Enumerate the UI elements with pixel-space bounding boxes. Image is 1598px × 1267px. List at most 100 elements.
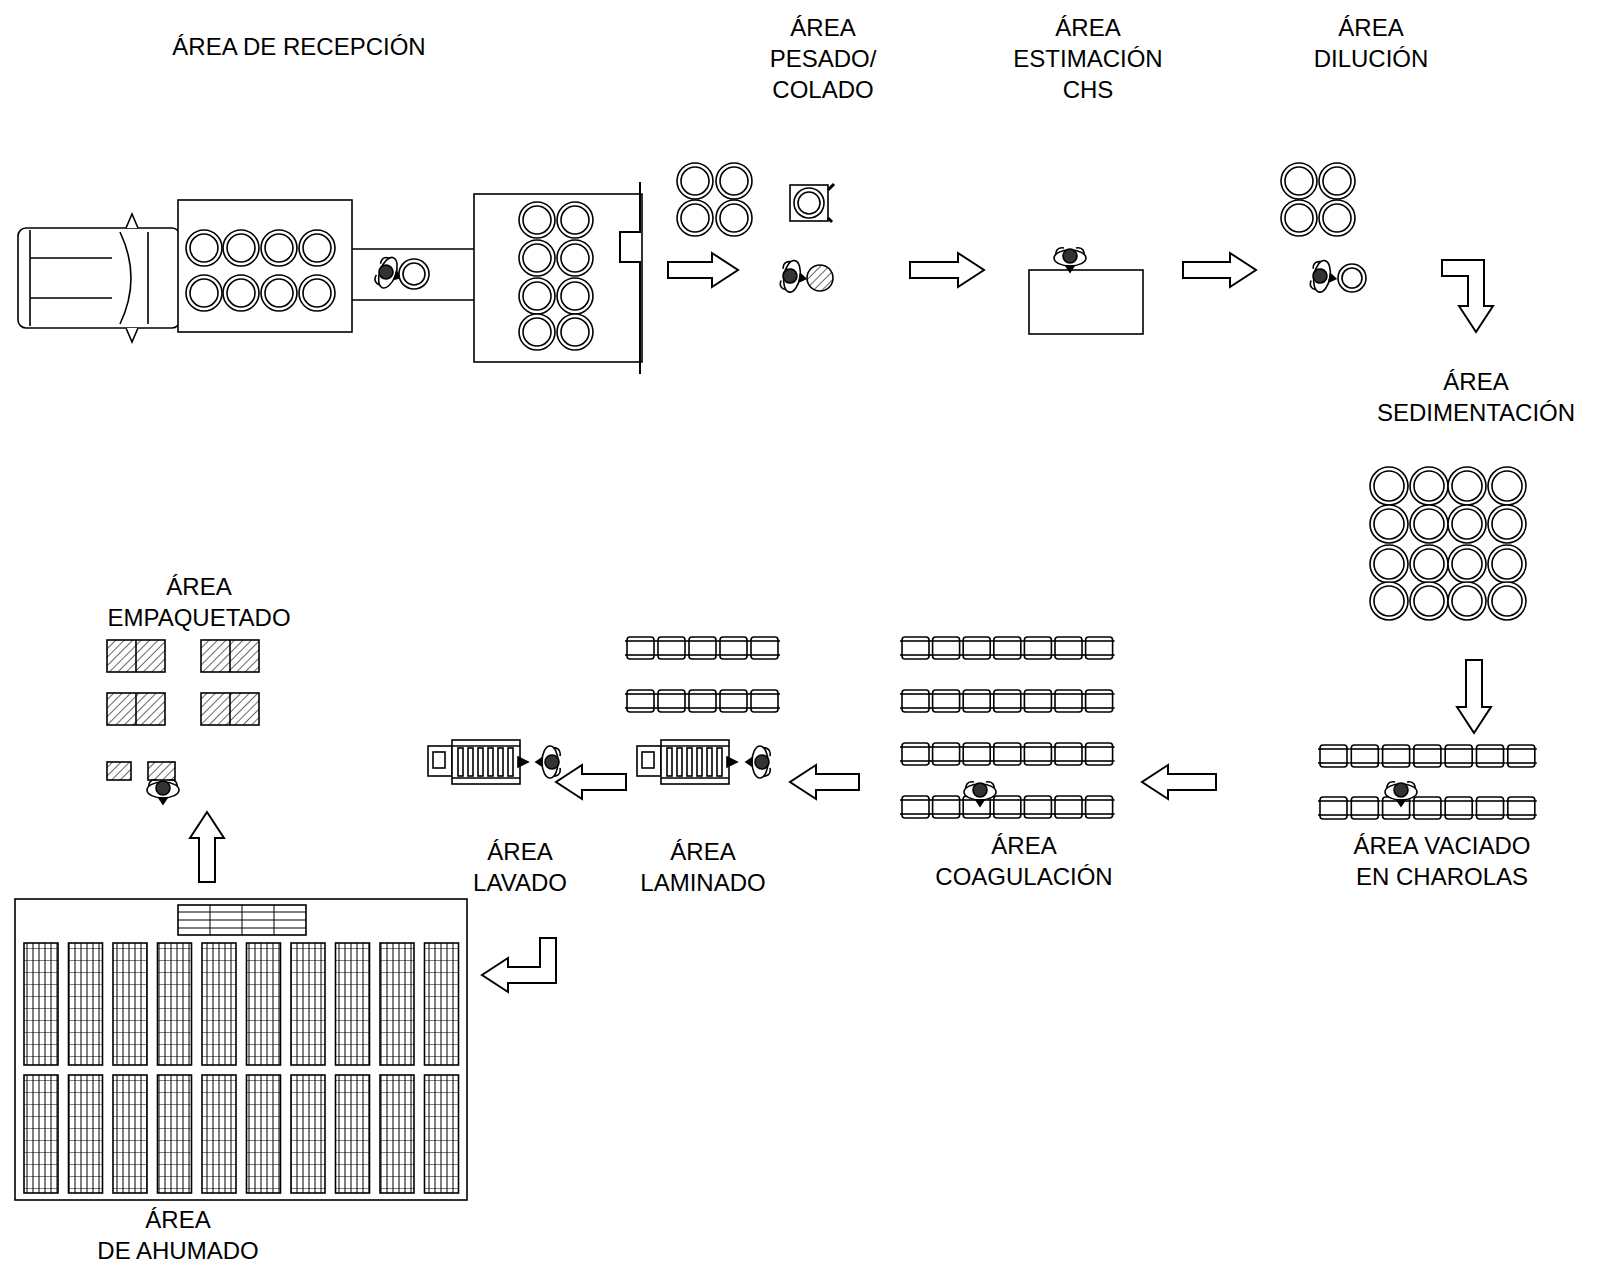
tray — [687, 690, 718, 712]
area-label: ÁREA LAVADO — [473, 836, 567, 898]
area-region: ÁREA LAVADO — [420, 725, 560, 900]
worker — [147, 780, 179, 804]
package — [201, 693, 259, 725]
tray — [1022, 796, 1053, 818]
tray — [656, 690, 687, 712]
drum — [1281, 200, 1317, 236]
drum-rim — [561, 206, 589, 234]
worker — [1309, 259, 1338, 295]
drum — [1488, 545, 1526, 583]
area-label: ÁREA LAMINADO — [640, 836, 765, 898]
tray — [1022, 743, 1053, 765]
drum — [716, 163, 752, 199]
drum-rim — [403, 263, 425, 285]
package — [201, 640, 259, 672]
tray — [961, 690, 992, 712]
tray — [1084, 796, 1115, 818]
strainer — [807, 265, 833, 291]
area-label: ÁREA EMPAQUETADO — [107, 571, 290, 633]
drum — [1488, 505, 1526, 543]
flow-arrow — [556, 765, 626, 799]
tray — [961, 637, 992, 659]
drum-rim — [1414, 509, 1444, 539]
area-label: ÁREA ESTIMACIÓN CHS — [1013, 12, 1162, 105]
ramp — [352, 249, 474, 300]
area-region: ÁREA DILUCIÓN — [1270, 8, 1390, 308]
tray — [625, 637, 656, 659]
tray — [1318, 797, 1349, 819]
area-region: ÁREA EMPAQUETADO — [60, 565, 310, 795]
area-label: ÁREA DILUCIÓN — [1314, 12, 1429, 74]
drum-rim — [1414, 586, 1444, 616]
tray — [749, 690, 780, 712]
drum — [519, 278, 555, 314]
drum-rim — [523, 318, 551, 346]
tray — [992, 637, 1023, 659]
drum — [1370, 467, 1408, 505]
flow-arrow — [668, 253, 738, 287]
drum — [677, 163, 713, 199]
roller-machine — [637, 740, 737, 784]
drum — [557, 314, 593, 350]
drum-rim — [1492, 549, 1522, 579]
drum — [1410, 467, 1448, 505]
drum-rim — [561, 244, 589, 272]
drum — [186, 230, 222, 266]
tray — [931, 690, 962, 712]
flow-arrow — [910, 253, 984, 287]
drum-rim — [681, 167, 709, 195]
truck-cab — [18, 228, 180, 328]
flow-arrow — [1457, 660, 1491, 733]
worker — [964, 782, 996, 806]
tray — [1349, 797, 1380, 819]
drum-rim — [798, 192, 820, 214]
tray — [687, 637, 718, 659]
drum — [1448, 582, 1486, 620]
tray — [1443, 745, 1474, 767]
drum-rim — [1285, 167, 1313, 195]
drum — [1488, 467, 1526, 505]
tray — [992, 690, 1023, 712]
tray — [900, 637, 931, 659]
area-region: ÁREA DE RECEPCIÓN — [10, 25, 650, 370]
tray — [1084, 743, 1115, 765]
area-region: ÁREA ESTIMACIÓN CHS — [1000, 8, 1170, 343]
tray — [992, 743, 1023, 765]
drum-rim — [561, 318, 589, 346]
truck-bed — [178, 200, 352, 332]
drum-rim — [720, 167, 748, 195]
drum — [1370, 582, 1408, 620]
drum — [1319, 163, 1355, 199]
drum — [1448, 505, 1486, 543]
area-label: ÁREA SEDIMENTACIÓN — [1377, 366, 1575, 428]
drum-rim — [265, 234, 293, 262]
drum-rim — [1323, 204, 1351, 232]
worker — [1054, 248, 1086, 272]
drum — [1448, 467, 1486, 505]
drum — [557, 202, 593, 238]
drum — [716, 200, 752, 236]
tray — [992, 796, 1023, 818]
scale — [790, 185, 828, 221]
area-label: ÁREA DE AHUMADO — [97, 1204, 258, 1266]
drum — [261, 275, 297, 311]
drum-rim — [1492, 509, 1522, 539]
flow-arrow — [482, 938, 557, 992]
tray — [718, 637, 749, 659]
drum-rim — [190, 234, 218, 262]
drum — [519, 202, 555, 238]
drum-rim — [1452, 509, 1482, 539]
drum-rim — [1323, 167, 1351, 195]
tray — [931, 743, 962, 765]
platform — [474, 194, 642, 362]
tray — [931, 796, 962, 818]
drum-rim — [1374, 549, 1404, 579]
area-region: ÁREA DE AHUMADO — [10, 895, 475, 1267]
drum-rim — [1342, 268, 1362, 288]
drum-rim — [303, 279, 331, 307]
area-region: ÁREA VACIADO EN CHAROLAS — [1300, 735, 1560, 900]
tray — [656, 637, 687, 659]
drum — [1410, 582, 1448, 620]
package — [107, 693, 165, 725]
